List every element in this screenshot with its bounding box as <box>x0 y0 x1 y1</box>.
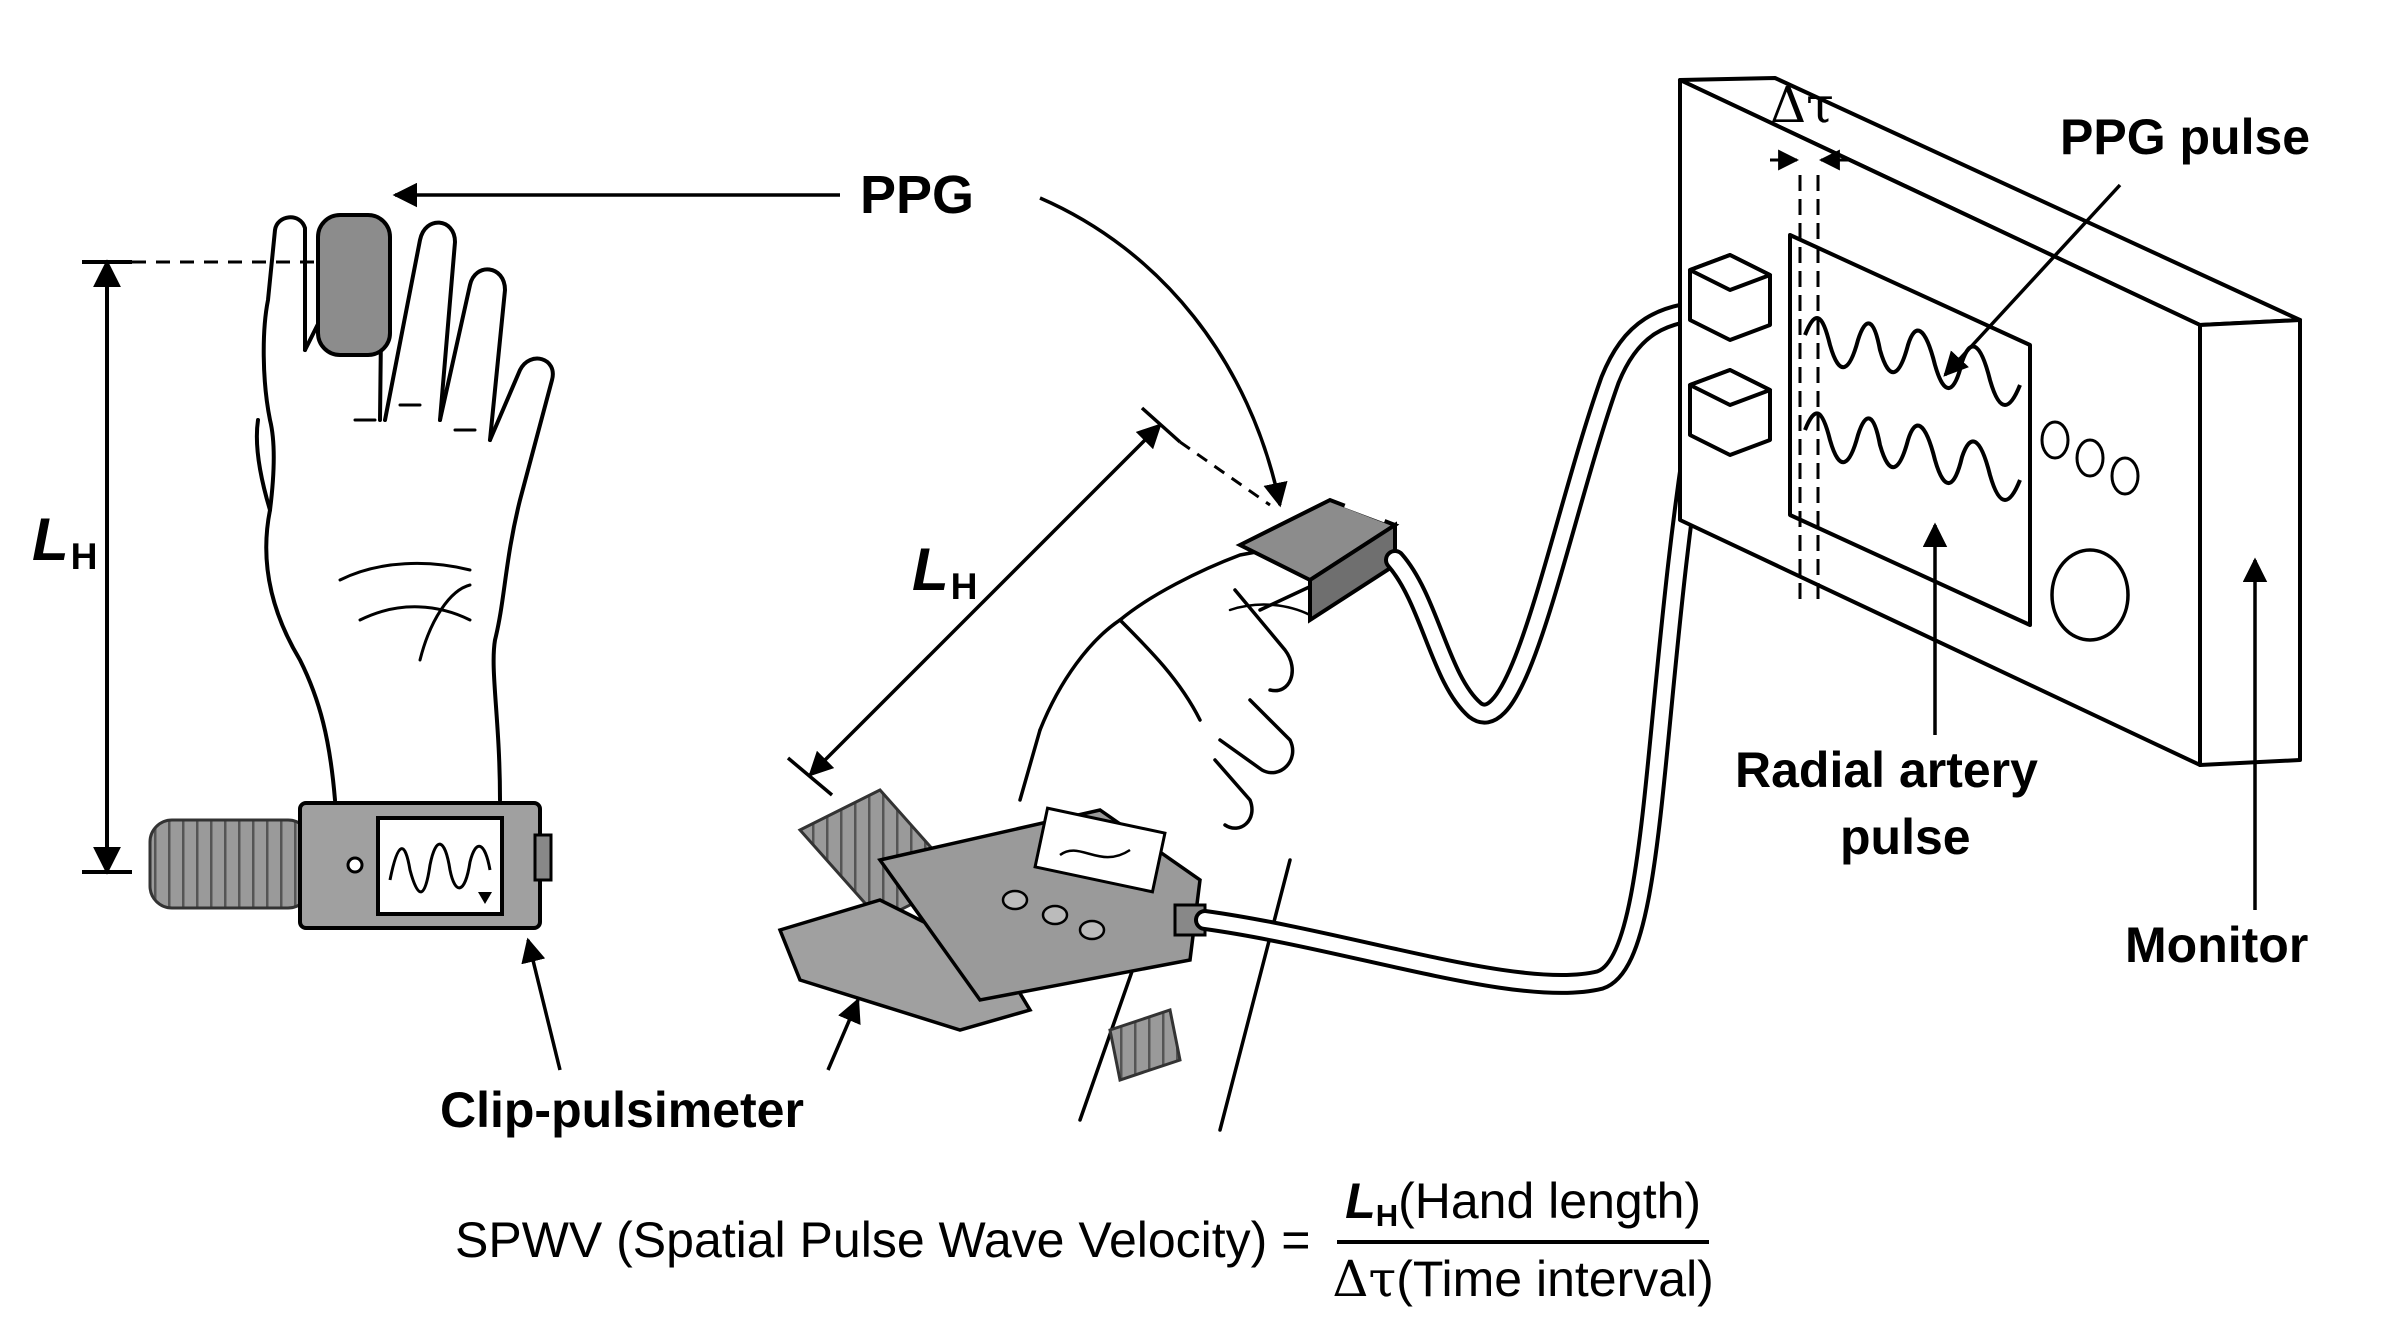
ppg-finger-sensor-icon <box>316 213 392 357</box>
radial-pulse-waveform <box>1803 411 2022 502</box>
waveform-display-icon <box>376 816 504 916</box>
numerator-subscript: H <box>1375 1197 1399 1233</box>
lh-subscript: H <box>70 535 98 578</box>
lh-symbol: L <box>912 536 949 603</box>
formula-numerator: LH(Hand length) <box>1337 1172 1710 1244</box>
sensor-cables <box>1194 299 1731 996</box>
formula-fraction: LH(Hand length) Δτ(Time interval) <box>1324 1172 1721 1308</box>
ppg-arrow-right <box>1039 196 1288 508</box>
right-hand-length-label: LH <box>912 540 978 606</box>
clip-arrow-right <box>826 997 861 1071</box>
left-hand-length-label: LH <box>32 510 98 576</box>
delta-tau-label: Δτ <box>1770 76 1834 134</box>
monitor-label: Monitor <box>2125 917 2309 973</box>
ppg-pulse-label: PPG pulse <box>2060 109 2311 165</box>
lh-subscript: H <box>950 565 978 608</box>
ppg-pulse-arrow <box>1943 183 2122 377</box>
clip-pulsimeter-label: Clip-pulsimeter <box>440 1082 804 1138</box>
clip-pulsimeter-icon <box>777 788 1207 1082</box>
formula-denominator: Δτ(Time interval) <box>1324 1244 1721 1308</box>
ppg-pulse-waveform <box>1803 316 2022 407</box>
denominator-symbol: Δτ <box>1332 1249 1397 1308</box>
denominator-text: (Time interval) <box>1396 1250 1714 1307</box>
numerator-text: (Hand length) <box>1398 1173 1702 1230</box>
wrist-device-icon <box>148 801 553 930</box>
radial-artery-label-line1: Radial artery <box>1735 742 2038 798</box>
left-hand-illustration <box>254 215 555 802</box>
ppg-label: PPG <box>860 165 975 225</box>
right-hand-length-arrow <box>808 423 1162 777</box>
ppg-clip-sensor-icon <box>1235 497 1400 624</box>
monitor-device-icon <box>1678 76 2302 767</box>
radial-artery-label-line2: pulse <box>1840 809 1971 865</box>
numerator-symbol: L <box>1345 1173 1376 1230</box>
lh-symbol: L <box>32 506 69 573</box>
clip-arrow-left <box>521 937 562 1071</box>
spwv-formula: SPWV (Spatial Pulse Wave Velocity) = LH(… <box>455 1165 1722 1315</box>
formula-lhs: SPWV (Spatial Pulse Wave Velocity) = <box>455 1212 1311 1268</box>
